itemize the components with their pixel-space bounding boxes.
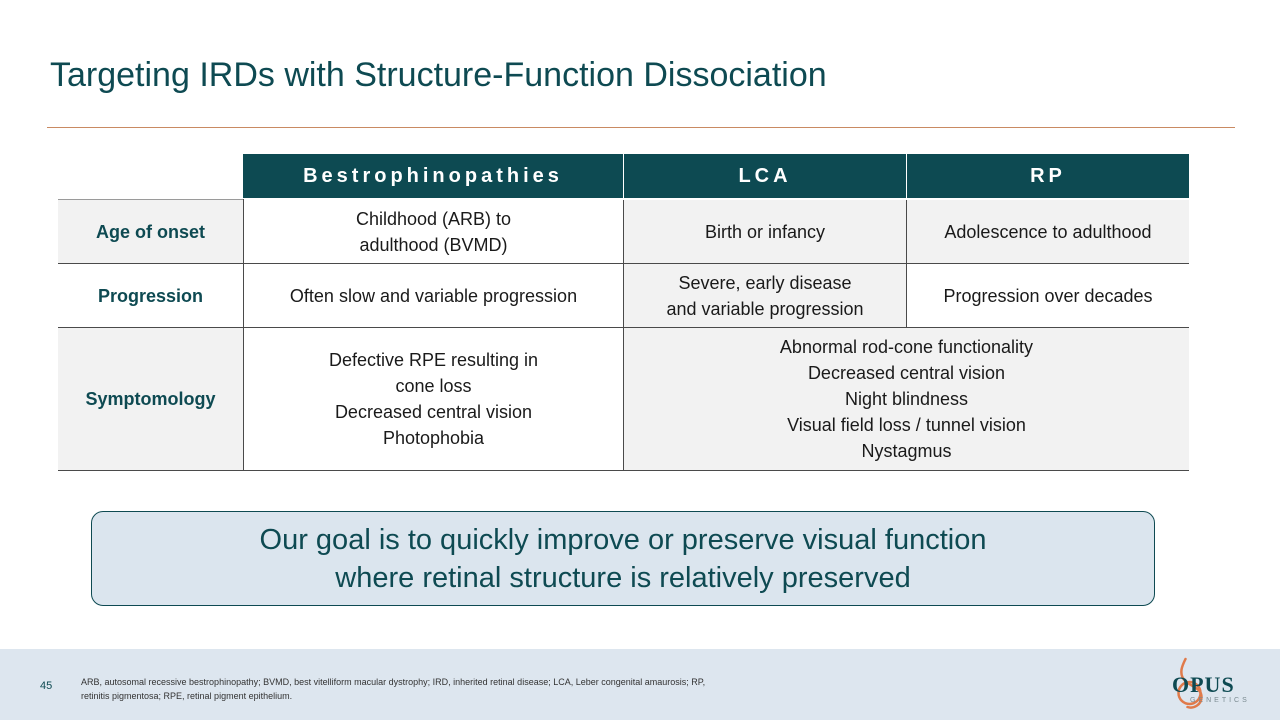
goal-line: where retinal structure is relatively pr… xyxy=(335,561,911,594)
cell-text: Nystagmus xyxy=(861,441,952,461)
table-line xyxy=(58,470,1189,471)
cell-text: Childhood (ARB) to xyxy=(355,208,512,229)
table-line xyxy=(906,200,907,327)
row-label-symptomology: Symptomology xyxy=(58,328,243,470)
cell-text: Progression over decades xyxy=(943,285,1153,306)
title-divider xyxy=(47,127,1235,128)
header-lca: LCA xyxy=(624,154,906,198)
table-header-row: Bestrophinopathies LCA RP xyxy=(58,154,1189,198)
row-label-age-of-onset: Age of onset xyxy=(58,200,243,263)
cell-text: Visual field loss / tunnel vision xyxy=(787,415,1026,435)
cell-text: Decreased central vision xyxy=(807,363,1006,383)
cell-text: adulthood (BVMD) xyxy=(359,234,508,255)
cell-text: Adolescence to adulthood xyxy=(944,221,1152,242)
logo-subtitle: GENETICS xyxy=(1190,697,1250,704)
slide-title: Targeting IRDs with Structure-Function D… xyxy=(50,56,827,94)
goal-line: Our goal is to quickly improve or preser… xyxy=(259,523,987,556)
page-number: 45 xyxy=(40,680,53,692)
cell-progression-bestrophinopathies: Often slow and variable progression xyxy=(244,264,623,327)
cell-text: Birth or infancy xyxy=(704,221,826,242)
opus-logo-icon xyxy=(1177,657,1203,709)
cell-progression-lca: Severe, early disease and variable progr… xyxy=(624,264,906,327)
table-row: Progression Often slow and variable prog… xyxy=(58,264,1189,327)
cell-progression-rp: Progression over decades xyxy=(907,264,1189,327)
goal-callout: Our goal is to quickly improve or preser… xyxy=(91,511,1155,606)
footnote-line: retinitis pigmentosa; RPE, retinal pigme… xyxy=(81,691,293,701)
footer-bar: 45 ARB, autosomal recessive bestrophinop… xyxy=(0,649,1280,720)
header-rp: RP xyxy=(907,154,1189,198)
cell-text: Abnormal rod-cone functionality xyxy=(779,337,1034,357)
cell-text: Photophobia xyxy=(382,428,485,448)
cell-text: Severe, early disease xyxy=(678,272,852,293)
table-row: Age of onset Childhood (ARB) to adulthoo… xyxy=(58,200,1189,263)
footnote-line: ARB, autosomal recessive bestrophinopath… xyxy=(81,677,706,687)
cell-age-rp: Adolescence to adulthood xyxy=(907,200,1189,263)
footnote: ARB, autosomal recessive bestrophinopath… xyxy=(81,675,841,703)
header-bestrophinopathies: Bestrophinopathies xyxy=(243,154,623,198)
cell-text: Night blindness xyxy=(844,389,969,409)
cell-text: cone loss xyxy=(395,376,472,396)
table-line xyxy=(58,199,243,200)
table-row: Symptomology Defective RPE resulting in … xyxy=(58,328,1189,470)
cell-symptomology-lca-rp: Abnormal rod-cone functionality Decrease… xyxy=(624,328,1189,470)
cell-age-bestrophinopathies: Childhood (ARB) to adulthood (BVMD) xyxy=(244,200,623,263)
cell-text: and variable progression xyxy=(666,298,864,319)
table-line xyxy=(243,199,244,470)
cell-age-lca: Birth or infancy xyxy=(624,200,906,263)
row-label-progression: Progression xyxy=(58,264,243,327)
cell-text: Decreased central vision xyxy=(334,402,533,422)
cell-symptomology-bestrophinopathies: Defective RPE resulting in cone loss Dec… xyxy=(244,328,623,470)
table-line xyxy=(623,200,624,470)
cell-text: Defective RPE resulting in xyxy=(328,350,539,370)
cell-text: Often slow and variable progression xyxy=(289,285,578,306)
logo-wordmark: OPUS xyxy=(1172,672,1235,697)
